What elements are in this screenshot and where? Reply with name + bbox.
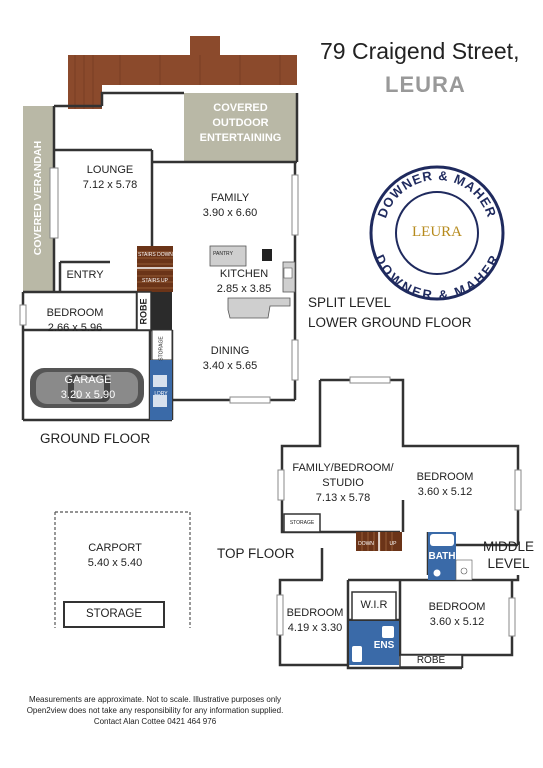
ldry-label: LDRY bbox=[154, 391, 168, 397]
top-stairs-up-label: UP bbox=[389, 541, 397, 547]
split-level-line2: LOWER GROUND FLOOR bbox=[308, 315, 472, 330]
garage-label: GARAGE 3.20 x 5.90 bbox=[60, 374, 116, 401]
bedroom-a-label: BEDROOM 3.60 x 5.12 bbox=[416, 471, 474, 498]
carport-label: CARPORT 5.40 x 5.40 bbox=[87, 542, 143, 569]
disclaimer-line-3: Contact Alan Cottee 0421 464 976 bbox=[93, 717, 217, 726]
ens-label: ENS bbox=[373, 640, 395, 651]
stairs-down-label: STAIRS DOWN bbox=[138, 252, 173, 258]
outdoor-label: COVERED OUTDOOR ENTERTAINING bbox=[199, 102, 282, 144]
top-stairs-down-label: DOWN bbox=[358, 541, 374, 547]
bath-label: BATH bbox=[428, 551, 456, 562]
middle-level-label: MIDDLE LEVEL bbox=[483, 539, 535, 571]
address-street: 79 Craigend Street, bbox=[320, 38, 520, 64]
bedroom-c-label: BEDROOM 3.60 x 5.12 bbox=[428, 601, 486, 628]
verandah-label: COVERED VERANDAH bbox=[32, 140, 44, 256]
storage-label: STORAGE bbox=[158, 336, 165, 361]
lounge-label: LOUNGE 7.12 x 5.78 bbox=[82, 164, 138, 191]
kitchen-bench bbox=[209, 245, 296, 319]
car-icon bbox=[30, 368, 144, 408]
covered-outdoor-entertaining bbox=[184, 93, 297, 162]
top-stairs bbox=[356, 532, 402, 551]
ground-floor-title: GROUND FLOOR bbox=[40, 431, 151, 446]
family-label: FAMILY 3.90 x 6.60 bbox=[202, 192, 258, 219]
disclaimer-line-1: Measurements are approximate. Not to sca… bbox=[28, 695, 282, 704]
stairs-up-label: STAIRS UP bbox=[141, 278, 169, 284]
covered-verandah bbox=[23, 106, 54, 292]
pantry-label: PANTRY bbox=[213, 251, 233, 257]
stamp-center-text: LEURA bbox=[412, 224, 462, 240]
wir-box bbox=[351, 591, 397, 621]
disclaimer-line-2: Open2view does not take any responsibili… bbox=[26, 706, 284, 715]
storage-top-label: STORAGE bbox=[289, 520, 315, 526]
kitchen-label: KITCHEN 2.85 x 3.85 bbox=[216, 268, 272, 295]
address-suburb: LEURA bbox=[385, 72, 466, 97]
carport-storage-label: STORAGE bbox=[85, 608, 143, 620]
top-floor-title: TOP FLOOR bbox=[217, 546, 295, 561]
ground-stairs bbox=[137, 246, 173, 292]
cooktop bbox=[262, 249, 272, 261]
bedroom-label: BEDROOM 2.66 x 5.96 bbox=[46, 307, 104, 334]
bedroom-b-label: BEDROOM 4.19 x 3.30 bbox=[286, 607, 344, 634]
robe-box-top bbox=[399, 654, 463, 668]
split-level-line1: SPLIT LEVEL bbox=[308, 295, 392, 310]
robe-top-label: ROBE bbox=[416, 655, 446, 666]
studio-label: FAMILY/BEDROOM/ STUDIO 7.13 x 5.78 bbox=[292, 462, 394, 504]
carport-outline bbox=[54, 511, 191, 628]
entry-label: ENTRY bbox=[66, 269, 104, 281]
wir-label: W.I.R bbox=[360, 599, 388, 611]
dining-label: DINING 3.40 x 5.65 bbox=[202, 345, 258, 372]
robe-label: ROBE bbox=[138, 298, 149, 325]
